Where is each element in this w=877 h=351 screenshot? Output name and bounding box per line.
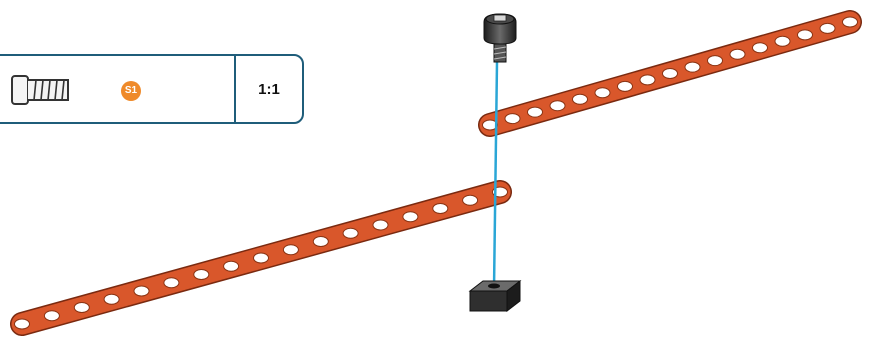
strip-hole: [549, 100, 566, 112]
strip-hole: [462, 194, 479, 206]
nut: [468, 279, 522, 313]
strip-hole: [402, 211, 419, 223]
strip-hole: [752, 42, 768, 54]
strip-hole: [43, 310, 60, 322]
scale-label: 1:1: [258, 80, 280, 98]
strip-hole: [707, 55, 723, 67]
guide-line: [492, 61, 499, 290]
strip-hole: [797, 29, 813, 41]
lower-strip: [10, 180, 512, 336]
strip-hole: [617, 80, 633, 92]
strip-hole: [312, 236, 329, 247]
panel-divider: [234, 56, 236, 122]
strip-hole: [482, 119, 498, 131]
strip-hole: [223, 260, 240, 272]
strip-hole: [432, 203, 449, 214]
strip-hole: [594, 87, 611, 99]
upper-strip: [478, 10, 862, 137]
strip-hole: [133, 285, 150, 297]
screw: [483, 13, 517, 63]
strip-hole: [662, 68, 678, 79]
strip-hole: [14, 318, 30, 330]
strip-hole: [729, 48, 746, 60]
strip-hole: [193, 269, 210, 280]
screw-icon: [11, 75, 69, 105]
strip-hole: [819, 22, 836, 34]
strip-hole: [73, 302, 90, 313]
strip-hole: [639, 74, 656, 86]
strip-hole: [684, 61, 701, 73]
parts-panel: S1 1:1: [0, 54, 304, 124]
strip-hole: [774, 35, 791, 47]
strip-hole: [504, 113, 521, 125]
strip-hole: [253, 252, 269, 264]
strip-hole: [163, 277, 180, 289]
strip-hole: [527, 106, 543, 118]
strip-hole: [103, 293, 120, 305]
strip-hole: [282, 244, 299, 256]
strip-hole: [342, 227, 359, 239]
strip-hole: [372, 219, 389, 231]
part-badge: S1: [121, 81, 141, 101]
strip-hole: [842, 16, 858, 28]
strip-hole: [572, 93, 588, 105]
